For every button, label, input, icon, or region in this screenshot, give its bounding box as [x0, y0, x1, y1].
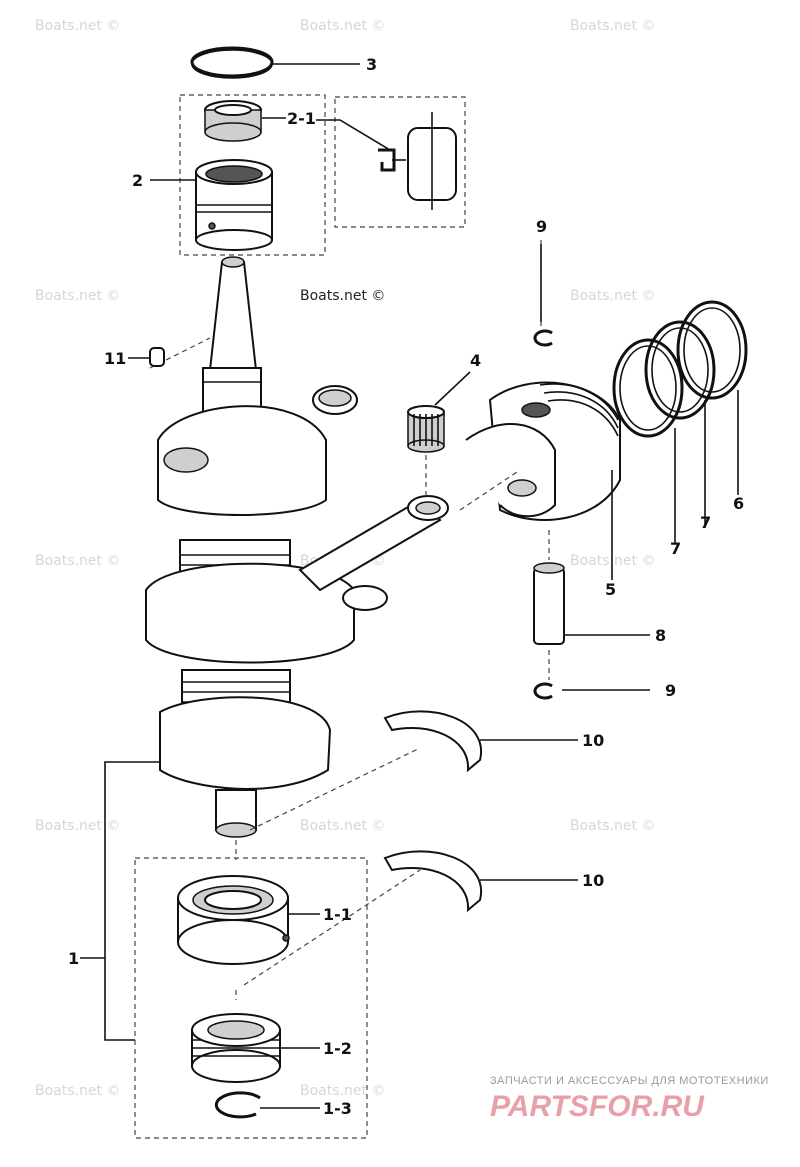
brand-overlay: ЗАПЧАСТИ И АКСЕССУАРЫ ДЛЯ МОТОТЕХНИКИ PA… — [490, 1075, 769, 1123]
watermark: Boats.net © — [300, 1083, 385, 1099]
watermark: Boats.net © — [35, 288, 120, 304]
callout-1[interactable]: 1 — [68, 949, 79, 968]
part-6-piston-ring[interactable] — [676, 300, 748, 400]
callout-1-3[interactable]: 1-3 — [323, 1099, 352, 1118]
callout-1-1[interactable]: 1-1 — [323, 905, 352, 924]
callout-11[interactable]: 11 — [104, 349, 126, 368]
callout-1-2[interactable]: 1-2 — [323, 1039, 352, 1058]
watermark: Boats.net © — [300, 18, 385, 34]
callout-3[interactable]: 3 — [366, 55, 377, 74]
callout-10-upper[interactable]: 10 — [582, 731, 604, 750]
watermark: Boats.net © — [35, 818, 120, 834]
part-7-piston-ring-lower[interactable] — [612, 338, 684, 438]
watermark-center: Boats.net © — [300, 288, 385, 304]
brand-logo: PARTSFOR.RU — [490, 1090, 705, 1123]
callout-9-lower[interactable]: 9 — [665, 681, 676, 700]
callout-5[interactable]: 5 — [605, 580, 616, 599]
callout-8[interactable]: 8 — [655, 626, 666, 645]
part-3-o-ring[interactable] — [190, 46, 274, 79]
watermark: Boats.net © — [35, 1083, 120, 1099]
brand-tagline: ЗАПЧАСТИ И АКСЕССУАРЫ ДЛЯ МОТОТЕХНИКИ — [490, 1075, 769, 1087]
part-10-thrust-washer-lower[interactable] — [383, 850, 483, 913]
crankshaft-assembly[interactable] — [145, 256, 388, 838]
part-1-3-snap-ring[interactable] — [214, 1091, 261, 1119]
part-1-2-oil-seal[interactable] — [191, 1013, 281, 1083]
part-5-piston[interactable] — [465, 381, 621, 521]
watermark: Boats.net © — [35, 553, 120, 569]
part-2-bearing-sleeve[interactable] — [195, 159, 273, 251]
leader-lines — [80, 63, 739, 1109]
connecting-rod[interactable] — [298, 495, 449, 592]
group-box-1 — [134, 857, 368, 1139]
part-9-clip-lower[interactable] — [533, 682, 553, 700]
part-10-thrust-washer-upper[interactable] — [383, 710, 483, 773]
watermark: Boats.net © — [570, 18, 655, 34]
thrust-lines — [235, 747, 421, 1000]
part-9-clip-upper[interactable] — [533, 329, 553, 347]
callout-2-1[interactable]: 2-1 — [287, 109, 316, 128]
part-1-1-ball-bearing[interactable] — [177, 875, 290, 965]
part-4-small-end-bearing[interactable] — [407, 405, 445, 453]
watermark: Boats.net © — [300, 818, 385, 834]
callout-4[interactable]: 4 — [470, 351, 481, 370]
callout-10-lower[interactable]: 10 — [582, 871, 604, 890]
part-2-1-needle-bearing[interactable] — [204, 100, 262, 142]
group-box-2 — [179, 94, 326, 256]
detail-shaft-roller — [378, 112, 457, 210]
watermark: Boats.net © — [570, 288, 655, 304]
part-8-piston-pin[interactable] — [533, 562, 565, 645]
part-11-woodruff-key[interactable] — [149, 347, 165, 367]
part-7-piston-ring-upper[interactable] — [644, 320, 716, 420]
watermark: Boats.net © — [35, 18, 120, 34]
callout-labels: 3 2-1 2 9 4 11 6 7 7 5 8 9 10 10 1-1 1 1… — [68, 55, 744, 1118]
callout-2[interactable]: 2 — [132, 171, 143, 190]
callout-9-upper[interactable]: 9 — [536, 217, 547, 236]
callout-7-left[interactable]: 7 — [670, 539, 681, 558]
watermark: Boats.net © — [570, 818, 655, 834]
detail-box-2-1 — [334, 96, 466, 228]
callout-6[interactable]: 6 — [733, 494, 744, 513]
callout-7-right[interactable]: 7 — [700, 513, 711, 532]
